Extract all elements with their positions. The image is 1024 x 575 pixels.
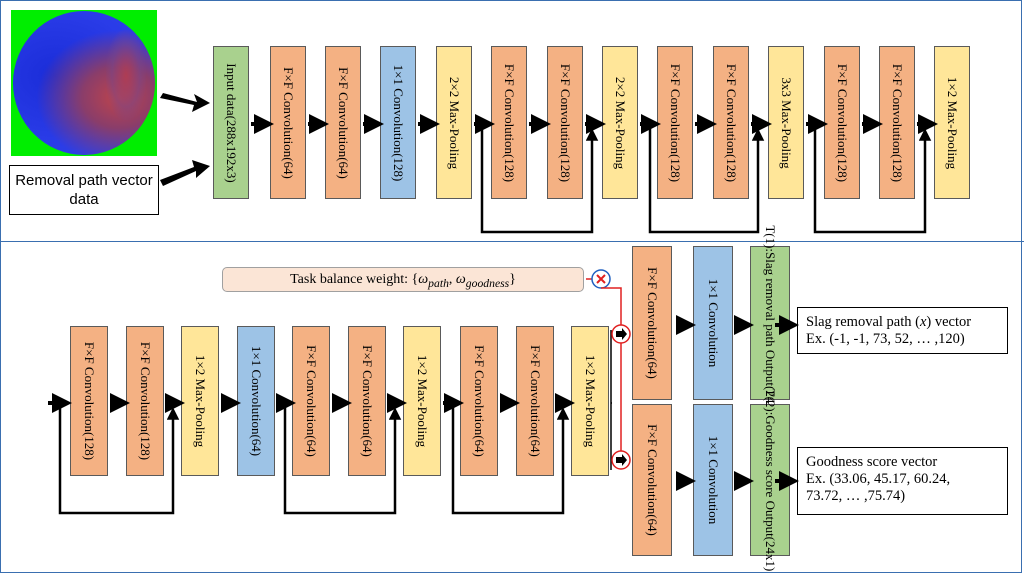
row1-block-1: Input data(288x192x3) [213, 46, 249, 199]
row2-block-9: F×F Convolution(64) [516, 326, 554, 476]
omega-goodness-subscript: goodness [465, 276, 510, 290]
weight-line-to-head1 [601, 287, 622, 325]
head2-block-2: 1×1 Convolution [693, 404, 733, 556]
head2-block-3: T(2):Goodness score Output(24x1) [750, 389, 790, 571]
head1-block-1: F×F Convolution(64) [632, 246, 672, 400]
row2-block-6: F×F Convolution(64) [348, 326, 386, 476]
output2-example-line1: Ex. (33.06, 45.17, 60.24, [806, 471, 951, 487]
thick-arrow-icon [160, 160, 210, 186]
row1-block-4: 1×1 Convolution(128) [380, 46, 416, 199]
gate-arrow-icon [616, 454, 627, 466]
row1-block-6: F×F Convolution(128) [491, 46, 527, 199]
omega-path-subscript: path [428, 276, 449, 290]
output1-example: Ex. (-1, -1, 73, 52, … ,120) [806, 331, 965, 347]
row1-block-14: 1×2 Max-Pooling [934, 46, 970, 199]
task-balance-weight-box: Task balance weight: {ωpath, ωgoodness} [222, 267, 584, 292]
output1-description-box: Slag removal path (x) vector Ex. (-1, -1… [797, 307, 1008, 354]
removal-path-vector-box: Removal path vector data [9, 165, 159, 215]
row1-skip-1 [480, 124, 599, 234]
task-balance-prefix: Task balance weight: { [290, 272, 419, 287]
row1-block-5: 2×2 Max-Pooling [436, 46, 472, 199]
output1-title: Slag removal path (x) vector [806, 314, 972, 330]
gate-arrow-icon [616, 328, 627, 340]
row2-skip-3 [451, 403, 570, 515]
row1-block-9: F×F Convolution(128) [657, 46, 693, 199]
row1-block-7: F×F Convolution(128) [547, 46, 583, 199]
row1-block-3: F×F Convolution(64) [325, 46, 361, 199]
row1-skip-3 [813, 124, 932, 234]
head2-block-1: F×F Convolution(64) [632, 404, 672, 556]
output2-title: Goodness score vector [806, 454, 938, 470]
task-balance-suffix: } [509, 272, 516, 287]
row2-block-7: 1×2 Max-Pooling [403, 326, 441, 476]
omega-path: ω [418, 272, 429, 287]
input-image-thumbnail [11, 10, 157, 156]
row1-block-8: 2×2 Max-Pooling [602, 46, 638, 199]
row2-skip-1 [58, 403, 180, 515]
multiply-cross-icon [596, 274, 606, 284]
removal-path-vector-label: Removal path vector data [15, 172, 153, 208]
output2-example-line2: 73.72, … ,75.74) [806, 488, 906, 504]
thick-arrow-icon [160, 93, 210, 112]
input-image-slag-region [106, 30, 146, 120]
task-balance-separator: , [448, 272, 456, 287]
row1-block-11: 3x3 Max-Pooling [768, 46, 804, 199]
row1-block-10: F×F Convolution(128) [713, 46, 749, 199]
omega-goodness: ω [455, 272, 466, 287]
row2-skip-2 [283, 403, 402, 515]
row-divider [0, 241, 1024, 242]
output2-description-box: Goodness score vector Ex. (33.06, 45.17,… [797, 447, 1008, 515]
row1-skip-2 [648, 124, 765, 234]
row2-block-10: 1×2 Max-Pooling [571, 326, 609, 476]
row1-block-2: F×F Convolution(64) [270, 46, 306, 199]
